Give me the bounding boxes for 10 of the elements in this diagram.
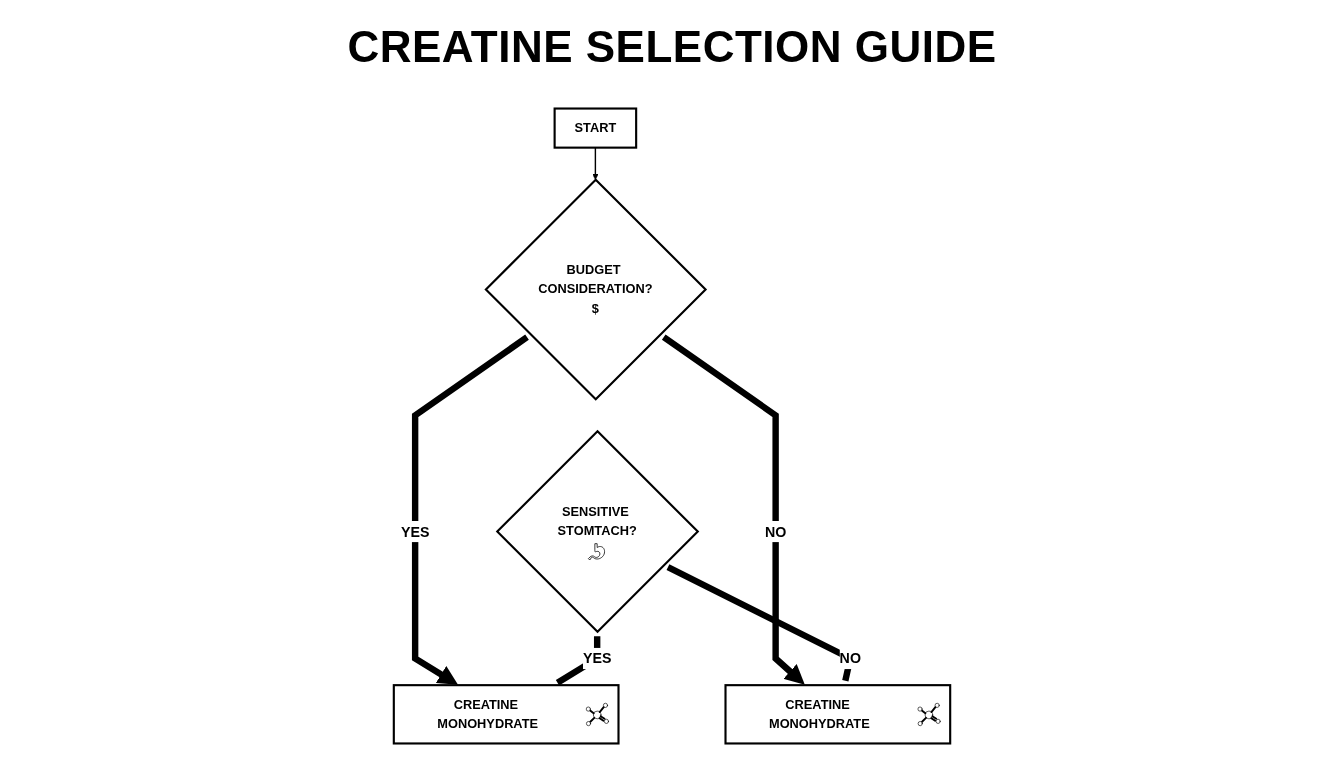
edge-label: YES — [400, 520, 430, 543]
node-text: CREATINE MONOHYDRATE — [436, 696, 540, 733]
node-text: START — [574, 119, 617, 137]
edge-label: NO — [839, 647, 861, 670]
edge-label: NO — [764, 520, 787, 543]
node-text: SENSITIVE STOMTACH? — [556, 503, 638, 540]
title: CREATINE SELECTION GUIDE — [347, 22, 997, 72]
node-text: BUDGET CONSIDERATION? $ — [537, 261, 654, 318]
edge-label: YES — [582, 647, 612, 670]
node-text: CREATINE MONOHYDRATE — [768, 696, 871, 733]
